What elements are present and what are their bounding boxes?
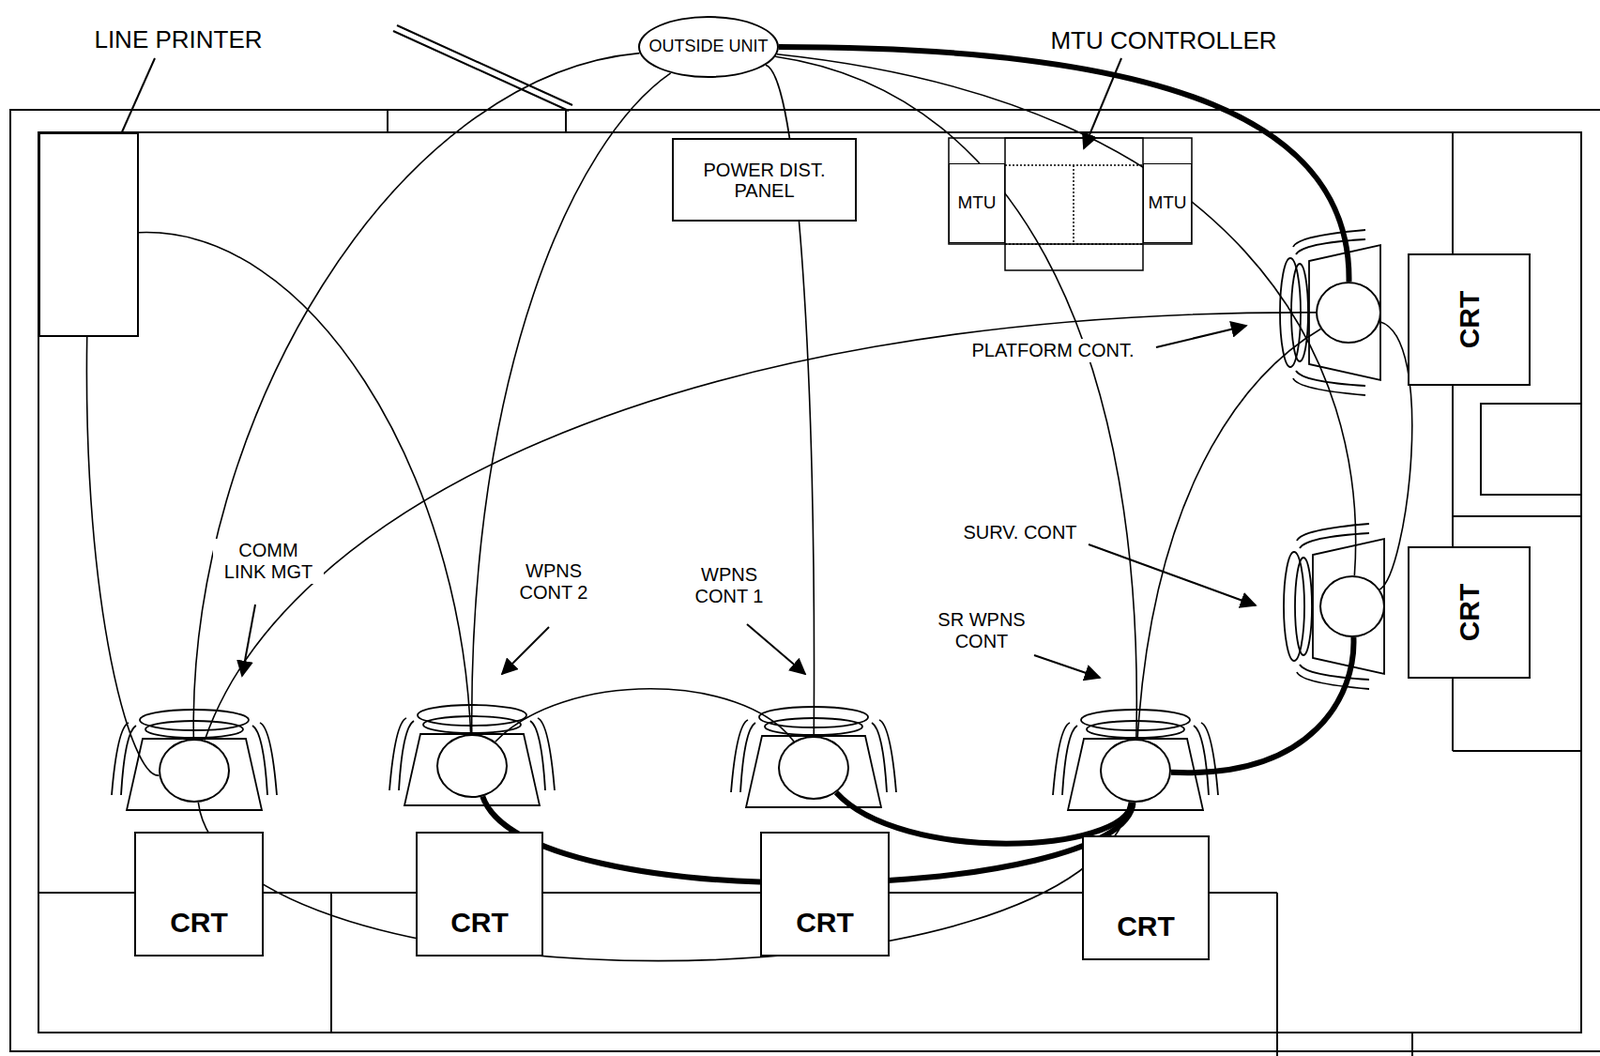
- cable: [495, 688, 794, 742]
- station-node: OUTSIDE UNIT: [638, 15, 779, 78]
- box-node: MTU: [1142, 163, 1192, 244]
- box-node: CRT: [1407, 546, 1531, 679]
- leader-lines: [101, 58, 1256, 678]
- callout-label: WPNS CONT 1: [679, 563, 779, 609]
- box-node: CRT: [134, 831, 264, 957]
- station-node: SR WPNS CONT: [1099, 738, 1172, 803]
- station-node: COMM LINK MGT: [158, 738, 230, 803]
- box-label: CRT: [795, 906, 854, 938]
- station-node: SURV. CONT: [1319, 575, 1386, 638]
- thick-cable: [1171, 637, 1355, 773]
- station-node: WPNS CONT 1: [777, 735, 850, 800]
- callout-label: WPNS CONT 2: [503, 559, 604, 605]
- box-node: POWER DIST. PANEL: [671, 137, 857, 222]
- callout-label: COMM LINK MGT: [213, 538, 324, 584]
- callout-label: SR WPNS CONT: [926, 608, 1037, 654]
- cable: [1137, 328, 1321, 739]
- callout-label: PLATFORM CONT.: [969, 338, 1138, 363]
- chair: [1052, 709, 1219, 810]
- cable: [138, 232, 472, 734]
- box-node: LINE PRINTER: [38, 132, 139, 337]
- box-label: POWER DIST. PANEL: [679, 159, 850, 201]
- walls: [10, 109, 1600, 1056]
- box-label: CRT: [1453, 583, 1485, 642]
- box-label: MTU: [957, 193, 996, 214]
- box-label: CRT: [450, 906, 509, 938]
- callout-label: LINE PRINTER: [91, 25, 265, 56]
- station-node: PLATFORM CONT.: [1315, 281, 1382, 344]
- box-node: CRT: [415, 831, 544, 957]
- box-node: MTU: [948, 163, 1006, 244]
- box-label: CRT: [169, 906, 229, 938]
- box-node: CRT: [1407, 253, 1531, 386]
- cable: [204, 312, 1316, 741]
- cable: [86, 336, 159, 776]
- box-node: CRT: [760, 831, 890, 957]
- box-label: MTU: [1147, 193, 1187, 214]
- cable: [777, 54, 1357, 576]
- box-label: CRT: [1453, 290, 1485, 350]
- box-node: MTU CONTROLLERMTUMTU: [948, 137, 1192, 271]
- callout-label: SURV. CONT: [960, 520, 1080, 545]
- chair: [1283, 523, 1385, 689]
- box-label: CRT: [1116, 910, 1175, 942]
- box-node: CRT: [1081, 835, 1210, 960]
- antenna-line: [393, 25, 573, 111]
- callout-label: MTU CONTROLLER: [1047, 26, 1280, 57]
- cable: [193, 53, 640, 739]
- chairs: [111, 229, 1385, 810]
- box-label: OUTSIDE UNIT: [645, 37, 772, 57]
- mtu-controller-outline: [948, 137, 1192, 271]
- cable: [198, 802, 1129, 961]
- station-node: WPNS CONT 2: [436, 733, 508, 798]
